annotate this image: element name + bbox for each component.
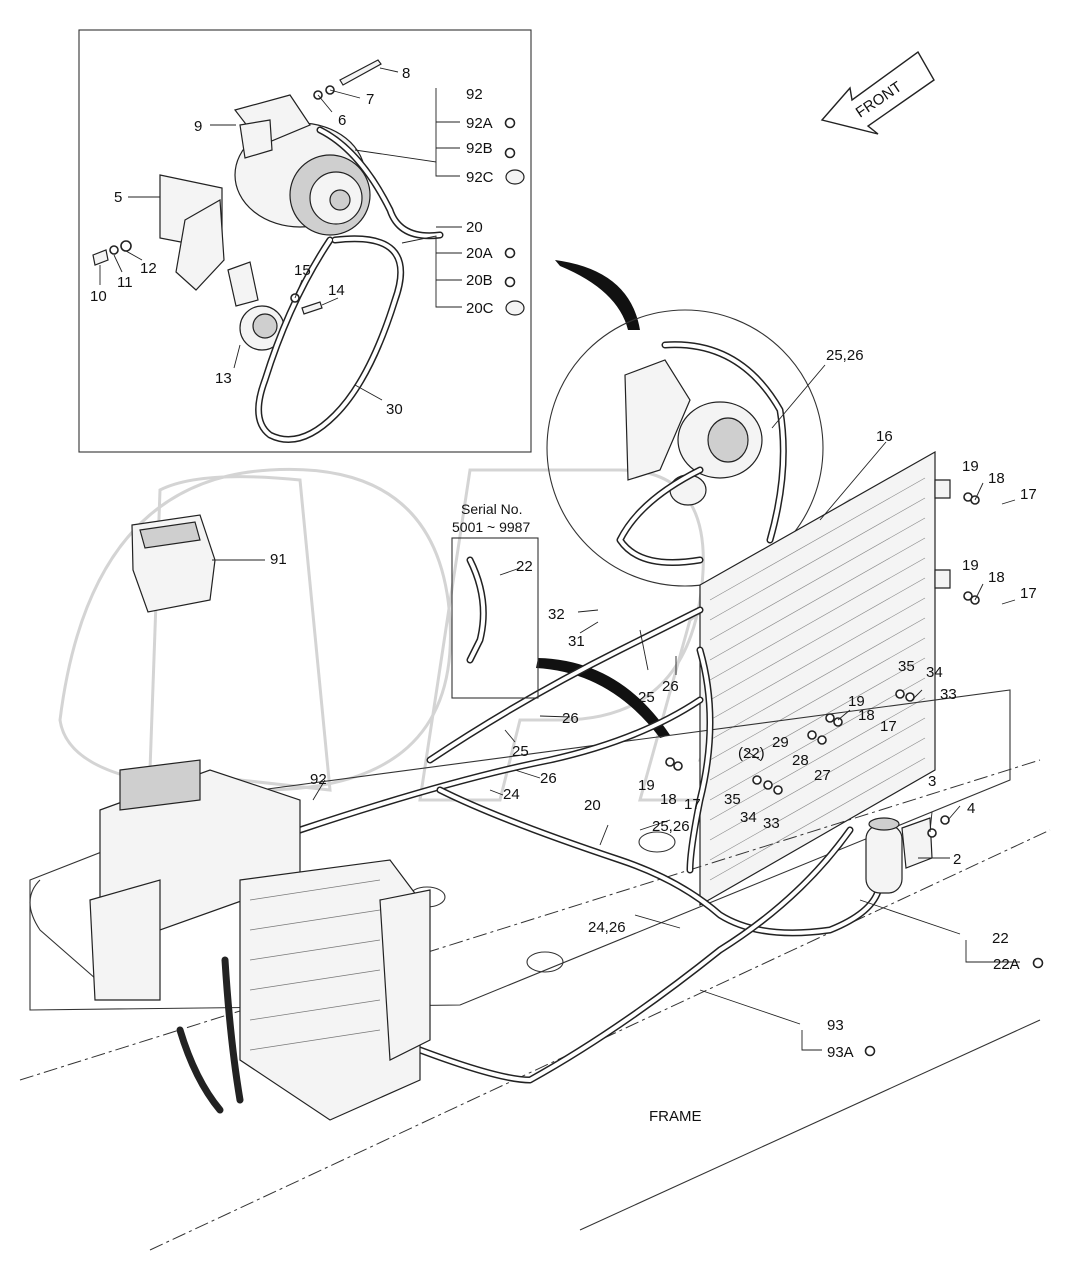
condenser-part — [699, 441, 951, 907]
callout-10: 10 — [90, 288, 107, 305]
compressor-part — [233, 94, 371, 236]
callout-17-d: 17 — [684, 796, 701, 813]
callout-22-low: 22 — [992, 930, 1009, 947]
callout-5: 5 — [114, 189, 122, 206]
callout-16: 16 — [876, 428, 893, 445]
callout-3: 3 — [928, 773, 936, 790]
hvac-unit-part — [89, 759, 431, 1121]
callout-20: 20 — [466, 219, 483, 236]
callout-18-c: 18 — [858, 707, 875, 724]
o-ring-icon — [504, 276, 516, 288]
compressor-detail-inset: 8 7 6 9 5 10 11 12 13 14 15 30 92 92A 92… — [78, 29, 532, 453]
callout-30: 30 — [386, 401, 403, 418]
callout-20C: 20C — [466, 300, 494, 317]
callout-93: 93 — [827, 1017, 844, 1034]
callout-22-paren: (22) — [738, 745, 765, 762]
callout-34-b: 34 — [740, 809, 757, 826]
callout-26-c: 26 — [540, 770, 557, 787]
callout-35-a: 35 — [898, 658, 915, 675]
callout-22A: 22A — [993, 956, 1020, 973]
callout-26-a: 26 — [662, 678, 679, 695]
callout-19-a: 19 — [962, 458, 979, 475]
callout-18-a: 18 — [988, 470, 1005, 487]
callout-27: 27 — [814, 767, 831, 784]
callout-28: 28 — [792, 752, 809, 769]
callout-17-a: 17 — [1020, 486, 1037, 503]
callout-31: 31 — [568, 633, 585, 650]
callout-19-b: 19 — [962, 557, 979, 574]
callout-32: 32 — [548, 606, 565, 623]
leader-lines — [312, 482, 1020, 1051]
serial-title: Serial No. — [461, 501, 522, 517]
callout-20-low: 20 — [584, 797, 601, 814]
callout-7: 7 — [366, 91, 374, 108]
callout-25-b: 25 — [512, 743, 529, 760]
callout-29: 29 — [772, 734, 789, 751]
callout-92C: 92C — [466, 169, 494, 186]
callout-24-26: 24,26 — [588, 919, 626, 936]
serial-number-box: Serial No. 5001 ~ 9987 — [451, 501, 539, 699]
callout-11: 11 — [117, 274, 133, 291]
callout-13: 13 — [215, 370, 232, 387]
callout-33-a: 33 — [940, 686, 957, 703]
frame-label: FRAME — [649, 1108, 702, 1125]
pointer-arrow-icon — [555, 260, 640, 330]
callout-17-b: 17 — [1020, 585, 1037, 602]
callout-92B: 92B — [466, 140, 493, 157]
callout-92A: 92A — [466, 115, 493, 132]
bolt-part — [339, 59, 382, 86]
o-ring-icon — [504, 247, 516, 259]
cap-icon — [505, 169, 525, 185]
control-panel-part — [131, 514, 265, 613]
o-ring-icon — [504, 147, 516, 159]
callout-25-26-top: 25,26 — [826, 347, 864, 364]
callout-9: 9 — [194, 118, 202, 135]
callout-92-low: 92 — [310, 771, 327, 788]
hose-assembly — [296, 556, 884, 1084]
callout-12: 12 — [140, 260, 157, 277]
callout-22-top: 22 — [516, 558, 533, 575]
callout-19-d: 19 — [638, 777, 655, 794]
cap-icon — [505, 300, 525, 316]
fitting-seals — [665, 492, 980, 795]
main-callouts: 25,26 16 19 18 17 19 18 17 91 22 32 31 2… — [270, 347, 1037, 1125]
callout-26-b: 26 — [562, 710, 579, 727]
o-ring-icon — [864, 1045, 876, 1057]
o-ring-icon — [1032, 957, 1044, 969]
callout-4: 4 — [967, 800, 975, 817]
callout-19-c: 19 — [848, 693, 865, 710]
callout-34-a: 34 — [926, 664, 943, 681]
receiver-drier-part — [865, 815, 950, 894]
callout-93A: 93A — [827, 1044, 854, 1061]
callout-15: 15 — [294, 262, 311, 279]
callout-91: 91 — [270, 551, 287, 568]
pointer-arrow-icon — [536, 658, 670, 738]
callout-17-c: 17 — [880, 718, 897, 735]
callout-33-b: 33 — [763, 815, 780, 832]
callout-35-b: 35 — [724, 791, 741, 808]
compressor-zoom-circle — [546, 309, 826, 587]
callout-18-b: 18 — [988, 569, 1005, 586]
callout-24-a: 24 — [503, 786, 520, 803]
serial-range: 5001 ~ 9987 — [452, 519, 530, 535]
callout-25-a: 25 — [638, 689, 655, 706]
o-ring-icon — [504, 117, 516, 129]
callout-14: 14 — [328, 282, 345, 299]
front-arrow-icon: FRONT — [820, 50, 935, 135]
callout-18-d: 18 — [660, 791, 677, 808]
callout-20A: 20A — [466, 245, 493, 262]
callout-8: 8 — [402, 65, 410, 82]
callout-20B: 20B — [466, 272, 493, 289]
callout-92: 92 — [466, 86, 483, 103]
callout-6: 6 — [338, 112, 346, 129]
callout-25-26-low: 25,26 — [652, 818, 690, 835]
idler-pulley-part — [227, 261, 285, 351]
callout-2: 2 — [953, 851, 961, 868]
